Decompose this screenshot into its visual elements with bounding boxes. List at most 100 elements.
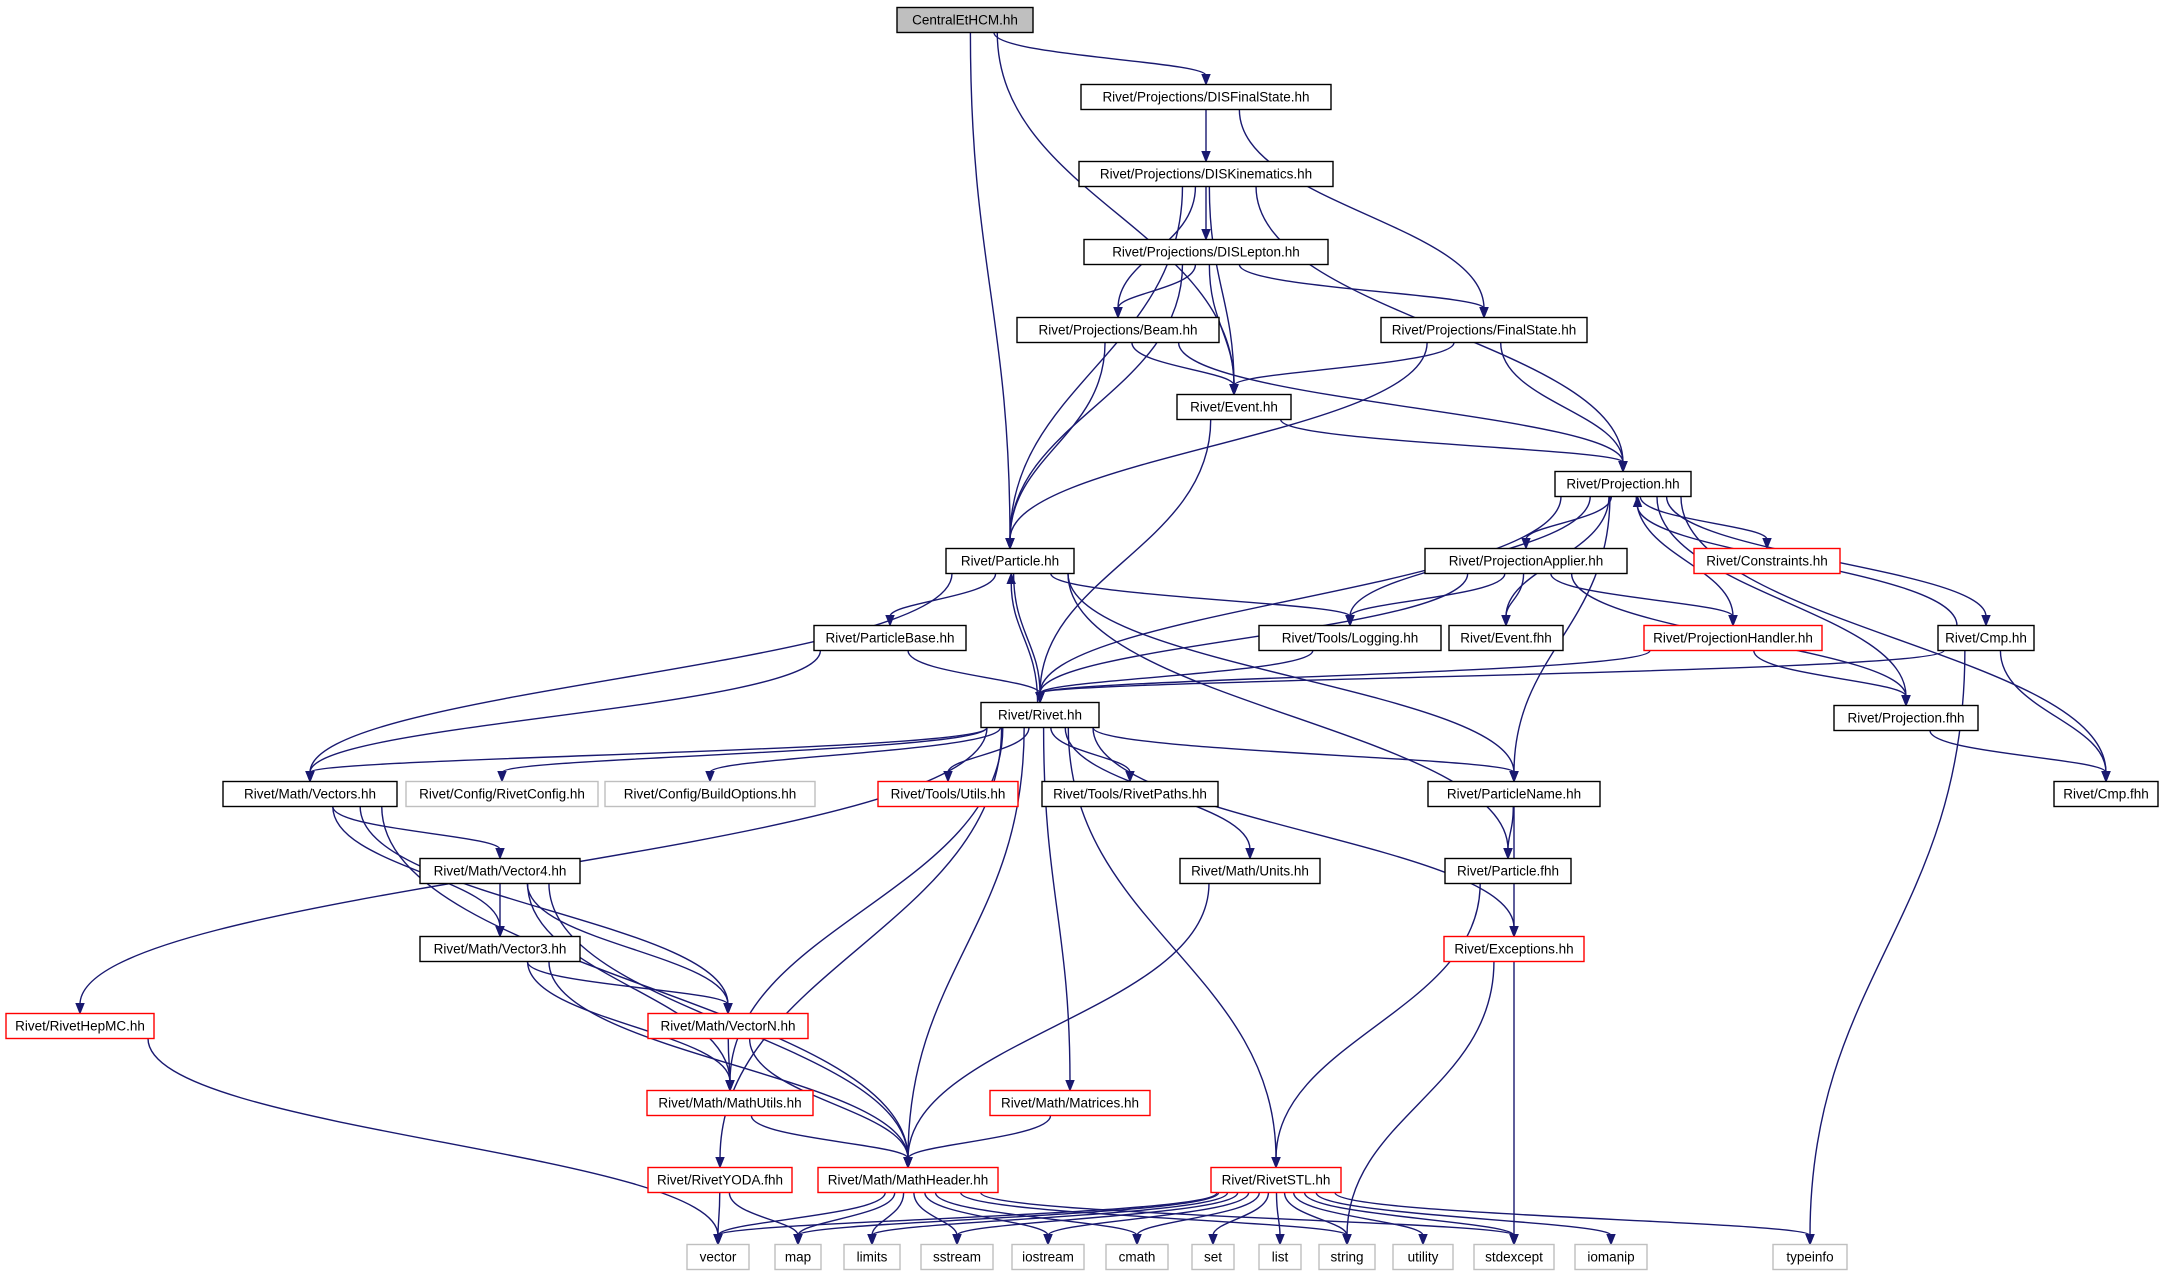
node-beam[interactable]: Rivet/Projections/Beam.hh — [1016, 316, 1220, 344]
arrowhead — [1762, 538, 1772, 550]
node-rivetpaths[interactable]: Rivet/Tools/RivetPaths.hh — [1041, 780, 1219, 808]
node-label: Rivet/Projections/DISLepton.hh — [1112, 245, 1300, 260]
node-utils[interactable]: Rivet/Tools/Utils.hh — [877, 780, 1019, 808]
arrowhead — [495, 926, 505, 938]
node-s_limits[interactable]: limits — [843, 1243, 901, 1271]
edge-projapplier-to-projhandler — [1550, 573, 1738, 627]
node-particlefhh[interactable]: Rivet/Particle.fhh — [1444, 857, 1572, 885]
arrowhead — [1503, 848, 1513, 860]
node-rivetstl[interactable]: Rivet/RivetSTL.hh — [1210, 1166, 1342, 1194]
node-box — [647, 1166, 793, 1194]
edge-mathutils-to-mathheader — [750, 1115, 913, 1169]
edge-projection-to-projapplier — [1521, 496, 1613, 550]
node-label: iomanip — [1587, 1250, 1634, 1265]
node-dislep[interactable]: Rivet/Projections/DISLepton.hh — [1083, 238, 1329, 266]
arrowhead — [1509, 926, 1519, 938]
node-s_iostream[interactable]: iostream — [1011, 1243, 1085, 1271]
node-label: limits — [857, 1250, 888, 1265]
node-particlebase[interactable]: Rivet/ParticleBase.hh — [813, 624, 967, 652]
node-root[interactable]: CentralEtHCM.hh — [896, 6, 1034, 34]
node-label: Rivet/Math/MathHeader.hh — [828, 1173, 989, 1188]
node-box — [1473, 1243, 1555, 1271]
arrowhead — [952, 1234, 962, 1246]
edge-disfs-to-finalstate — [1238, 109, 1489, 319]
node-label: Rivet/Projection.fhh — [1847, 711, 1964, 726]
edge-vector3-to-vectorn — [526, 961, 733, 1015]
arrowhead — [1618, 461, 1628, 473]
node-rivet[interactable]: Rivet/Rivet.hh — [980, 701, 1100, 729]
node-hepmc[interactable]: Rivet/RivetHepMC.hh — [5, 1012, 155, 1040]
node-box — [1427, 780, 1601, 808]
node-vector3[interactable]: Rivet/Math/Vector3.hh — [419, 935, 581, 963]
node-box — [817, 1166, 999, 1194]
node-label: Rivet/ProjectionApplier.hh — [1449, 554, 1604, 569]
node-buildopts[interactable]: Rivet/Config/BuildOptions.hh — [604, 780, 816, 808]
node-s_list[interactable]: list — [1258, 1243, 1302, 1271]
node-rivetconfig[interactable]: Rivet/Config/RivetConfig.hh — [405, 780, 599, 808]
edge-particle-to-particlefhh — [1067, 573, 1513, 860]
edge-disfs-to-diskin — [1201, 109, 1211, 163]
node-projection[interactable]: Rivet/Projection.hh — [1554, 470, 1692, 498]
node-projapplier[interactable]: Rivet/ProjectionApplier.hh — [1424, 547, 1628, 575]
node-projhandler[interactable]: Rivet/ProjectionHandler.hh — [1643, 624, 1823, 652]
node-s_vector[interactable]: vector — [686, 1243, 750, 1271]
node-box — [1643, 624, 1823, 652]
edge-cmp-to-cmpfhh — [1999, 650, 2111, 783]
node-label: Rivet/Cmp.hh — [1945, 631, 2027, 646]
node-box — [1574, 1243, 1648, 1271]
node-mathheader[interactable]: Rivet/Math/MathHeader.hh — [817, 1166, 999, 1194]
edge-rivetstl-to-s_string — [1283, 1192, 1352, 1246]
node-vectors[interactable]: Rivet/Math/Vectors.hh — [222, 780, 398, 808]
node-s_sstream[interactable]: sstream — [920, 1243, 994, 1271]
node-box — [1080, 83, 1332, 111]
node-exceptions[interactable]: Rivet/Exceptions.hh — [1443, 935, 1585, 963]
edge-rivet-to-rivetpaths — [1050, 727, 1135, 783]
node-s_string[interactable]: string — [1318, 1243, 1376, 1271]
node-constraints[interactable]: Rivet/Constraints.hh — [1693, 547, 1841, 575]
node-event[interactable]: Rivet/Event.hh — [1176, 393, 1292, 421]
edge-projfhh-to-cmpfhh — [1929, 730, 2111, 783]
arrowhead — [793, 1234, 803, 1246]
node-particlename[interactable]: Rivet/ParticleName.hh — [1427, 780, 1601, 808]
node-projfhh[interactable]: Rivet/Projection.fhh — [1833, 704, 1979, 732]
node-label: Rivet/Rivet.hh — [998, 708, 1082, 723]
node-layer: CentralEtHCM.hhRivet/Projections/DISFina… — [5, 6, 2159, 1271]
node-box — [222, 780, 398, 808]
node-s_cmath[interactable]: cmath — [1105, 1243, 1169, 1271]
node-label: Rivet/Projection.hh — [1566, 477, 1679, 492]
node-disfs[interactable]: Rivet/Projections/DISFinalState.hh — [1080, 83, 1332, 111]
node-s_map[interactable]: map — [774, 1243, 822, 1271]
node-s_stdexcept[interactable]: stdexcept — [1473, 1243, 1555, 1271]
node-box — [1443, 935, 1585, 963]
node-particle[interactable]: Rivet/Particle.hh — [945, 547, 1075, 575]
edge-vector3-to-mathheader — [548, 961, 913, 1169]
node-label: Rivet/Cmp.fhh — [2063, 787, 2149, 802]
node-label: Rivet/Config/BuildOptions.hh — [624, 787, 797, 802]
node-label: set — [1204, 1250, 1222, 1265]
node-s_set[interactable]: set — [1191, 1243, 1235, 1271]
node-logging[interactable]: Rivet/Tools/Logging.hh — [1258, 624, 1442, 652]
node-box — [1424, 547, 1628, 575]
node-mathutils[interactable]: Rivet/Math/MathUtils.hh — [646, 1089, 814, 1117]
node-s_iomanip[interactable]: iomanip — [1574, 1243, 1648, 1271]
node-yoda[interactable]: Rivet/RivetYODA.fhh — [647, 1166, 793, 1194]
node-finalstate[interactable]: Rivet/Projections/FinalState.hh — [1380, 316, 1588, 344]
edge-rivetstl-to-s_utility — [1292, 1192, 1428, 1246]
node-label: Rivet/Tools/RivetPaths.hh — [1053, 787, 1207, 802]
node-box — [813, 624, 967, 652]
node-vector4[interactable]: Rivet/Math/Vector4.hh — [419, 857, 581, 885]
node-cmp[interactable]: Rivet/Cmp.hh — [1937, 624, 2035, 652]
node-s_typeinfo[interactable]: typeinfo — [1772, 1243, 1848, 1271]
node-s_utility[interactable]: utility — [1392, 1243, 1454, 1271]
node-vectorn[interactable]: Rivet/Math/VectorN.hh — [647, 1012, 809, 1040]
node-units[interactable]: Rivet/Math/Units.hh — [1179, 857, 1321, 885]
node-box — [1016, 316, 1220, 344]
node-box — [1258, 624, 1442, 652]
node-cmpfhh[interactable]: Rivet/Cmp.fhh — [2053, 780, 2159, 808]
node-eventfhh[interactable]: Rivet/Event.fhh — [1448, 624, 1564, 652]
node-matrices[interactable]: Rivet/Math/Matrices.hh — [989, 1089, 1151, 1117]
node-box — [686, 1243, 750, 1271]
node-diskin[interactable]: Rivet/Projections/DISKinematics.hh — [1078, 160, 1334, 188]
edge-rivetstl-to-s_cmath — [1132, 1192, 1261, 1246]
edge-vectors-to-vector4 — [332, 806, 505, 860]
